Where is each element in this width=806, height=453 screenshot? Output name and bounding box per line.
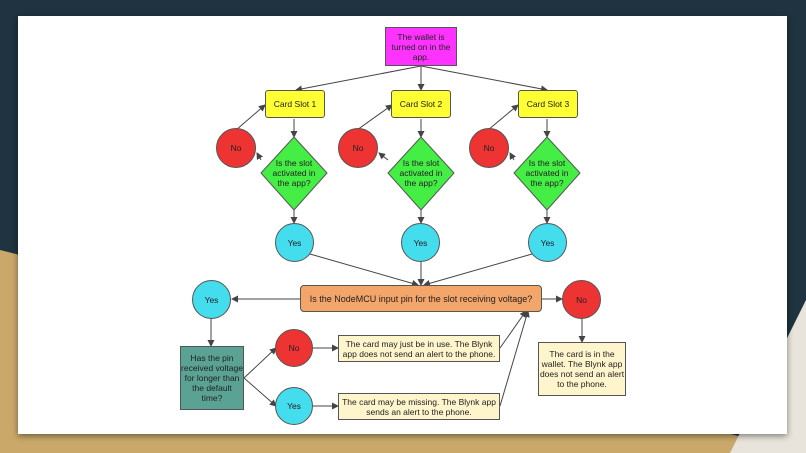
voltage-question-node: Is the NodeMCU input pin for the slot re… bbox=[300, 285, 542, 312]
in-use-result: The card may just be in use. The Blynk a… bbox=[338, 335, 500, 362]
missing-result: The card may be missing. The Blynk app s… bbox=[338, 393, 500, 420]
slide-canvas bbox=[18, 16, 787, 434]
slot3-question: Is the slot activated in the app? bbox=[525, 158, 569, 188]
slot2-yes-node: Yes bbox=[401, 223, 440, 262]
slot1-no-node: No bbox=[216, 128, 256, 168]
slot3-no-node: No bbox=[469, 128, 509, 168]
timer-question-node: Has the pin received voltage for longer … bbox=[180, 346, 244, 410]
card-slot-3: Card Slot 3 bbox=[518, 90, 578, 118]
card-slot-1: Card Slot 1 bbox=[265, 90, 325, 118]
card-slot-2: Card Slot 2 bbox=[391, 90, 451, 118]
timer-no-node: No bbox=[275, 329, 313, 367]
start-node: The wallet is turned on in the app. bbox=[385, 27, 457, 66]
timer-yes-node: Yes bbox=[275, 387, 313, 425]
slot2-question: Is the slot activated in the app? bbox=[399, 158, 443, 188]
slot3-yes-node: Yes bbox=[528, 223, 567, 262]
in-wallet-result: The card is in the wallet. The Blynk app… bbox=[538, 342, 626, 396]
voltage-no-node: No bbox=[562, 280, 601, 319]
voltage-yes-node: Yes bbox=[192, 280, 231, 319]
slot2-no-node: No bbox=[338, 128, 378, 168]
slot1-question: Is the slot activated in the app? bbox=[272, 158, 316, 188]
slot1-yes-node: Yes bbox=[275, 223, 314, 262]
